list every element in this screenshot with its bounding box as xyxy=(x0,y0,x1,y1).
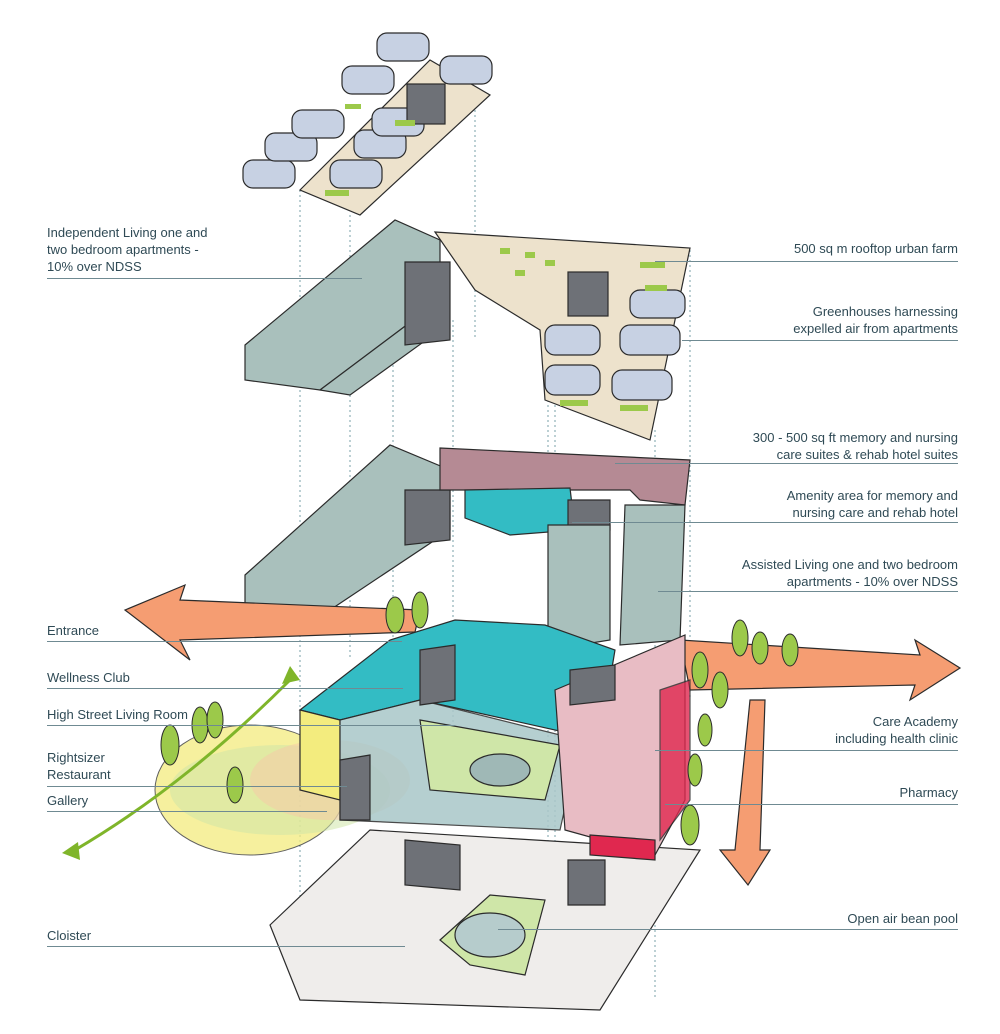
label-high-street: High Street Living Room xyxy=(47,707,188,722)
label-memory-care: 300 - 500 sq ft memory and nursing care … xyxy=(752,430,958,462)
label-urban-farm: 500 sq m rooftop urban farm xyxy=(793,241,958,256)
label-rightsizer: Rightsizer Restaurant xyxy=(47,750,111,782)
leader-rightsizer xyxy=(47,786,347,787)
leader-urban-farm xyxy=(655,261,958,262)
label-gallery: Gallery xyxy=(47,793,89,808)
leader-gallery xyxy=(47,811,327,812)
ground-level xyxy=(269,619,702,1011)
independent-living-level xyxy=(244,219,691,441)
leader-bean-pool xyxy=(498,929,958,930)
label-independent-living: Independent Living one and two bedroom a… xyxy=(47,225,208,274)
leader-amenity xyxy=(572,522,958,523)
leader-high-street xyxy=(47,725,455,726)
leader-memory-care xyxy=(615,463,958,464)
rooftop-greenhouse-level xyxy=(242,32,493,216)
trees xyxy=(160,591,799,846)
label-pharmacy: Pharmacy xyxy=(899,785,958,800)
leader-care-academy xyxy=(655,750,958,751)
label-wellness-club: Wellness Club xyxy=(47,670,130,685)
label-amenity: Amenity area for memory and nursing care… xyxy=(786,488,958,520)
leader-cloister xyxy=(47,946,405,947)
leader-pharmacy xyxy=(665,804,958,805)
assisted-living-level xyxy=(244,444,691,651)
leader-assisted-living xyxy=(658,591,958,592)
leader-greenhouses xyxy=(682,340,958,341)
label-entrance: Entrance xyxy=(47,623,100,638)
label-assisted-living: Assisted Living one and two bedroom apar… xyxy=(741,557,958,589)
label-cloister: Cloister xyxy=(47,928,92,943)
green-arrows xyxy=(62,666,300,860)
label-bean-pool: Open air bean pool xyxy=(847,911,958,926)
leader-entrance xyxy=(47,641,402,642)
leader-independent-living xyxy=(47,278,362,279)
circulation-arrows xyxy=(123,583,962,887)
leader-wellness-club xyxy=(47,688,403,689)
label-care-academy: Care Academy including health clinic xyxy=(835,714,958,746)
label-greenhouses: Greenhouses harnessing expelled air from… xyxy=(793,304,958,336)
